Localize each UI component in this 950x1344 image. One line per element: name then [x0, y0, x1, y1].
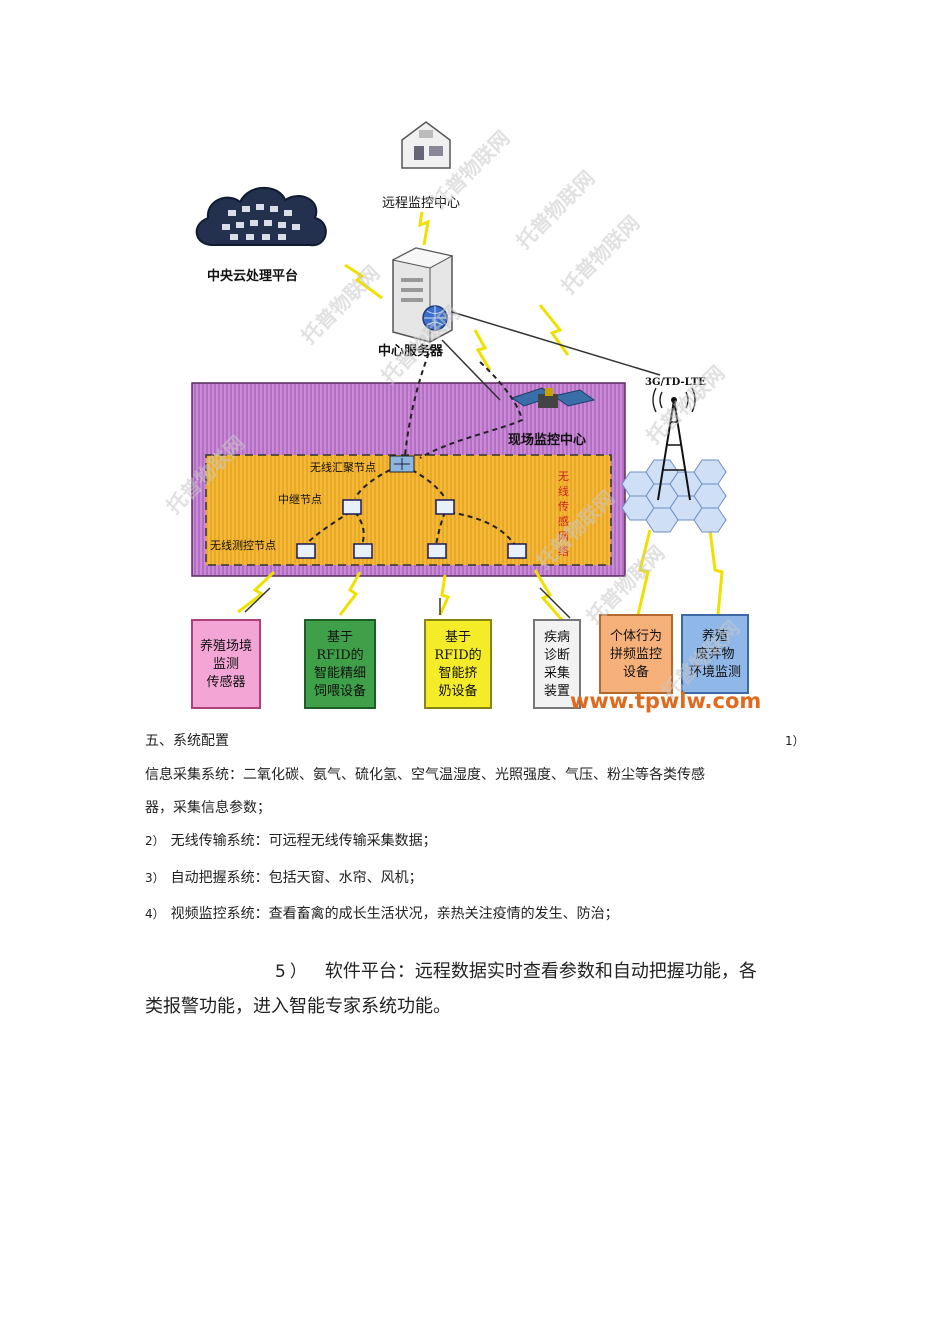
cloud-platform-label: 中央云处理平台: [207, 268, 298, 284]
dashed-network-links: [304, 344, 524, 546]
device-box-rect: [681, 614, 749, 694]
item-3: 3）自动把握系统：包括天窗、水帘、风机；: [145, 870, 423, 886]
device-box-label: 监测: [213, 657, 239, 672]
network-links: [244, 311, 661, 619]
cell-tower-icon: [621, 387, 727, 533]
item-5: 5）软件平台：远程数据实时查看参数和自动把握功能，各: [275, 961, 757, 982]
network-standard-label: 3G/TD-LTE: [645, 377, 706, 388]
device-box-label: 拼频监控: [610, 647, 662, 662]
architecture-diagram: 远程监控中心 中央云处理平台 中心服务器: [162, 121, 761, 713]
watermark-text: 托普物联网: [557, 211, 645, 299]
device-box-label: 装置: [544, 684, 570, 699]
cloud-icon: [195, 186, 327, 247]
sensor-node-icons: [296, 543, 527, 559]
device-box-label: 养殖场境: [200, 638, 252, 654]
item-1-text: 信息采集系统：二氧化碳、氨气、硫化氢、空气温湿度、光照强度、气压、粉尘等各类传感: [145, 767, 705, 783]
device-box-label: 智能挤: [438, 666, 477, 681]
device-box-label: 设备: [623, 664, 649, 680]
wsn-label-char: 无: [558, 470, 569, 483]
site-center-icon: [510, 387, 596, 408]
device-box-label: 奶设备: [438, 683, 477, 699]
wsn-label-char: 网: [558, 530, 569, 543]
wireless-link-lines: [237, 211, 724, 621]
wsn-label-char: 感: [558, 515, 569, 528]
device-box-label: 采集: [544, 665, 570, 681]
website-watermark: www.tpwlw.com: [570, 689, 761, 713]
item-1-number: 1）: [785, 734, 805, 748]
wsn-label-char: 传: [558, 500, 569, 513]
watermark-text: 托普物联网: [297, 261, 385, 349]
sensor-node-label: 无线测控节点: [210, 538, 276, 552]
device-box-label: 饲喂设备: [314, 683, 366, 699]
device-box-rect: [191, 619, 261, 709]
device-box-label: 基于: [445, 630, 471, 645]
remote-center-label: 远程监控中心: [382, 196, 460, 211]
wsn-vertical-label: 无 线 传 感 网 络: [558, 470, 569, 558]
system-architecture-figure: 远程监控中心 中央云处理平台 中心服务器: [150, 100, 805, 720]
site-center-label: 现场监控中心: [508, 432, 586, 448]
watermark-text: 托普物联网: [512, 166, 600, 254]
wsn-label-char: 络: [558, 544, 569, 558]
device-box-label: RFID的: [434, 647, 481, 663]
device-box-label: 环境监测: [689, 665, 741, 680]
device-box-label: 基于: [327, 630, 353, 645]
wsn-label-char: 线: [558, 484, 569, 498]
device-box-label: 诊断: [544, 648, 570, 663]
relay-node-label: 中继节点: [278, 493, 322, 506]
relay-node-icons: [342, 499, 455, 515]
device-box-label: 养殖: [702, 628, 728, 644]
item-5-continuation: 类报警功能，进入智能专家系统功能。: [145, 996, 451, 1017]
device-box-label: 传感器: [206, 674, 245, 690]
section-title: 五、系统配置: [145, 733, 229, 749]
item-1-continuation: 器，采集信息参数；: [145, 800, 271, 816]
device-box-rect: [424, 619, 492, 709]
item-2: 2）无线传输系统：可远程无线传输采集数据；: [145, 833, 437, 849]
sink-node-label: 无线汇聚节点: [310, 460, 376, 474]
device-box-label: 个体行为: [610, 629, 662, 644]
device-box-label: 疾病: [544, 630, 570, 645]
server-icon: [391, 247, 454, 343]
device-box-label: RFID的: [316, 647, 363, 663]
device-box-rect: [533, 619, 581, 709]
wireless-sensor-network-area: [205, 454, 612, 566]
remote-center-icon: [401, 121, 451, 169]
device-box-rect: [599, 614, 673, 694]
device-box-rect: [304, 619, 376, 709]
device-box-label: 废弃物: [695, 646, 734, 662]
device-box-label: 智能精细: [314, 666, 366, 681]
item-4: 4）视频监控系统：查看畜禽的成长生活状况，亲热关注疫情的发生、防治；: [145, 906, 619, 922]
